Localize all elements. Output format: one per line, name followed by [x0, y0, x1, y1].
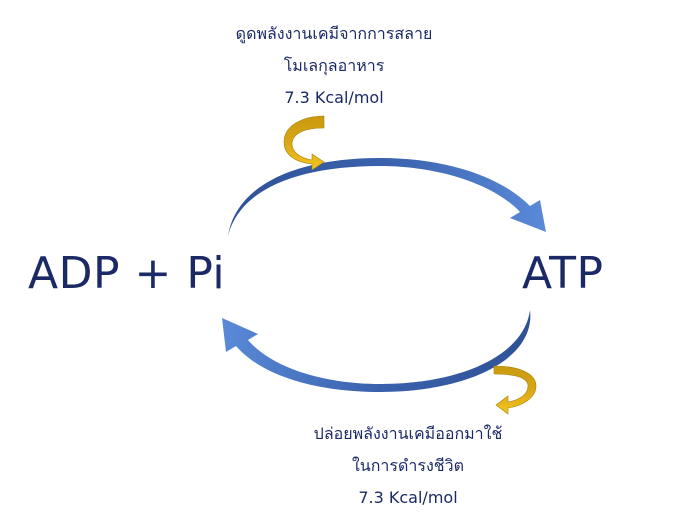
energy-release-caption: ปล่อยพลังงานเคมีออกมาใช้ ในการดำรงชีวิต …	[284, 418, 532, 514]
energy-in-curl-arrow	[283, 115, 325, 171]
energy-release-line1: ปล่อยพลังงานเคมีออกมาใช้	[313, 424, 503, 443]
energy-release-line2: ในการดำรงชีวิต	[351, 456, 465, 475]
energy-absorb-caption: ดูดพลังงานเคมีจากการสลาย โมเลกุลอาหาร 7.…	[214, 18, 454, 114]
energy-absorb-line2: โมเลกุลอาหาร	[283, 56, 385, 75]
energy-absorb-value: 7.3 Kcal/mol	[284, 88, 384, 107]
forward-curved-arrow	[228, 158, 546, 236]
reverse-curved-arrow	[222, 310, 531, 392]
atp-label: ATP	[522, 248, 604, 299]
energy-absorb-line1: ดูดพลังงานเคมีจากการสลาย	[235, 24, 433, 43]
energy-out-curl-arrow	[493, 365, 537, 415]
energy-release-value: 7.3 Kcal/mol	[358, 488, 458, 507]
adp-pi-label: ADP + Pi	[28, 248, 226, 299]
